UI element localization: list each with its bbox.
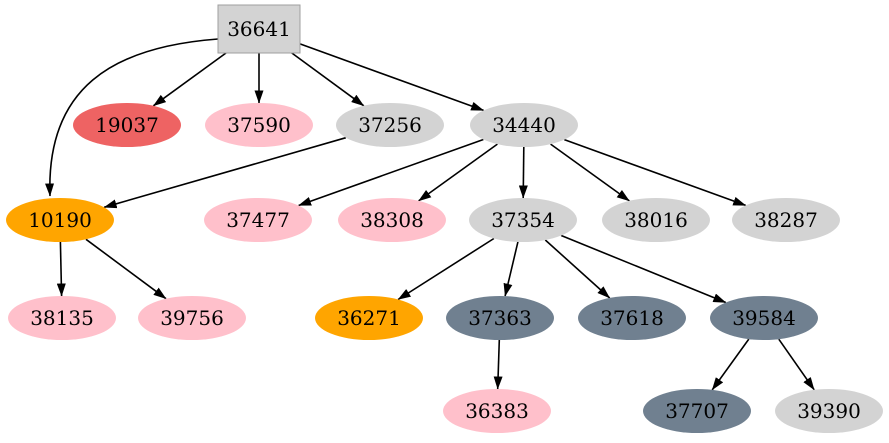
node-37256: 37256 — [336, 103, 444, 147]
node-36383: 36383 — [443, 389, 551, 433]
node-38308: 38308 — [338, 198, 446, 242]
node-label: 37256 — [358, 113, 422, 137]
node-19037: 19037 — [73, 103, 181, 147]
edge-34440-37354 — [518, 146, 528, 199]
edge-37354-37363 — [503, 241, 519, 297]
node-ellipse-shape — [643, 389, 751, 433]
node-39584: 39584 — [710, 296, 818, 340]
node-label: 36641 — [227, 17, 291, 41]
node-ellipse-shape — [443, 389, 551, 433]
node-ellipse-shape — [8, 296, 116, 340]
node-label: 39756 — [160, 306, 224, 330]
edge-37354-36271 — [397, 237, 495, 301]
edge-36641-10190 — [45, 38, 219, 197]
node-37590: 37590 — [205, 103, 313, 147]
node-label: 39390 — [797, 399, 861, 423]
node-38135: 38135 — [8, 296, 116, 340]
node-label: 37363 — [468, 306, 532, 330]
edge-34440-38308 — [418, 143, 498, 202]
node-34440: 34440 — [470, 103, 578, 147]
edge-37256-10190 — [103, 136, 347, 209]
node-ellipse-shape — [710, 296, 818, 340]
node-label: 39584 — [732, 306, 796, 330]
node-box-shape — [217, 4, 301, 54]
node-label: 10190 — [28, 208, 92, 232]
node-ellipse-shape — [446, 296, 554, 340]
edge-36641-34440 — [299, 43, 485, 112]
node-label: 36383 — [465, 399, 529, 423]
node-38016: 38016 — [602, 198, 710, 242]
node-36641: 36641 — [217, 4, 301, 54]
node-36271: 36271 — [315, 296, 423, 340]
node-10190: 10190 — [6, 198, 114, 242]
node-layer: 36641 19037 37590 37256 34440 10190 37477 38308… — [6, 4, 883, 433]
node-ellipse-shape — [138, 296, 246, 340]
node-label: 37477 — [226, 208, 290, 232]
edge-37354-37618 — [544, 239, 611, 299]
edge-37363-36383 — [493, 339, 503, 390]
node-ellipse-shape — [73, 103, 181, 147]
node-ellipse-shape — [578, 296, 686, 340]
edge-37354-39584 — [560, 234, 727, 304]
node-label: 37590 — [227, 113, 291, 137]
node-label: 38287 — [754, 208, 818, 232]
node-ellipse-shape — [338, 198, 446, 242]
edge-39584-37707 — [711, 338, 750, 391]
node-ellipse-shape — [315, 296, 423, 340]
node-label: 38308 — [360, 208, 424, 232]
node-39390: 39390 — [775, 389, 883, 433]
node-ellipse-shape — [602, 198, 710, 242]
edge-39584-39390 — [778, 338, 815, 391]
node-label: 38016 — [624, 208, 688, 232]
node-label: 37618 — [600, 306, 664, 330]
node-ellipse-shape — [336, 103, 444, 147]
node-ellipse-shape — [469, 198, 577, 242]
node-label: 36271 — [337, 306, 401, 330]
node-38287: 38287 — [732, 198, 840, 242]
edge-34440-37477 — [298, 138, 484, 207]
node-ellipse-shape — [775, 389, 883, 433]
node-label: 19037 — [95, 113, 159, 137]
node-label: 34440 — [492, 113, 556, 137]
node-37707: 37707 — [643, 389, 751, 433]
node-ellipse-shape — [732, 198, 840, 242]
node-37363: 37363 — [446, 296, 554, 340]
node-ellipse-shape — [205, 103, 313, 147]
edge-36641-37256 — [291, 52, 365, 107]
node-ellipse-shape — [470, 103, 578, 147]
edge-34440-38016 — [550, 143, 630, 202]
node-37354: 37354 — [469, 198, 577, 242]
node-37477: 37477 — [204, 198, 312, 242]
node-ellipse-shape — [6, 198, 114, 242]
node-39756: 39756 — [138, 296, 246, 340]
edge-36641-19037 — [152, 52, 227, 107]
edge-10190-39756 — [85, 238, 167, 300]
edge-10190-38135 — [56, 241, 66, 297]
node-ellipse-shape — [204, 198, 312, 242]
node-label: 38135 — [30, 306, 94, 330]
edge-layer — [45, 38, 815, 391]
node-37618: 37618 — [578, 296, 686, 340]
edge-34440-38287 — [564, 138, 747, 207]
node-label: 37354 — [491, 208, 555, 232]
node-label: 37707 — [665, 399, 729, 423]
